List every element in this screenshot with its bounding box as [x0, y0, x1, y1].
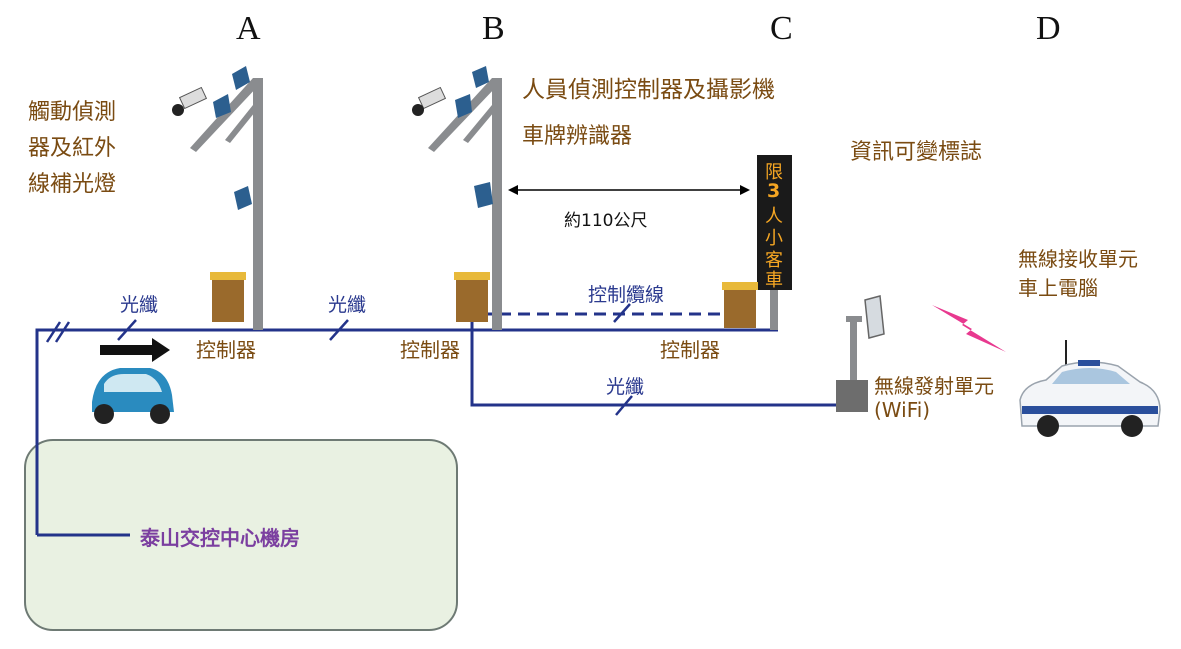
controller-label-c: 控制器 [660, 338, 720, 362]
fiber-label-2: 光纖 [328, 294, 367, 316]
arrow-icon [100, 338, 170, 362]
person-detection-label: 人員偵測控制器及攝影機 [522, 77, 775, 103]
sign-text-6: 車 [765, 270, 783, 291]
wireless-tx-label-2: (WiFi) [874, 398, 931, 422]
controller-box-a [210, 272, 246, 322]
pole-a [253, 78, 263, 330]
sign-text-4: 小 [765, 228, 783, 249]
touch-detector-label-3: 線補光燈 [28, 172, 117, 197]
sign-text-5: 客 [765, 250, 783, 271]
wireless-rx-label-2: 車上電腦 [1018, 276, 1098, 300]
fiber-label-3: 光纖 [606, 376, 645, 398]
fiber-tick-2 [329, 319, 349, 341]
fiber-branch-line [470, 322, 836, 407]
fiber-main-line [35, 328, 778, 535]
wireless-tx-label-1: 無線發射單元 [874, 374, 994, 398]
car-icon [92, 368, 174, 424]
column-label-c: C [770, 10, 793, 47]
control-cable-tick [613, 303, 631, 323]
variable-sign-board [757, 155, 792, 290]
variable-sign-label: 資訊可變標誌 [850, 140, 983, 165]
police-car-icon [1019, 340, 1161, 437]
wireless-signal-icon [932, 305, 1006, 352]
pole-c [770, 285, 778, 330]
sensor-icon [232, 66, 250, 90]
sign-text-2: 3 [767, 180, 781, 202]
camera-icon [172, 86, 208, 116]
antenna-icon [836, 295, 885, 412]
fiber-tick-1 [117, 319, 137, 341]
controller-label-a: 控制器 [196, 338, 256, 362]
touch-detector-label-2: 器及紅外 [28, 136, 117, 161]
control-center-box [24, 439, 458, 631]
distance-label: 約110公尺 [564, 211, 648, 231]
plate-recognizer-label: 車牌辨識器 [522, 124, 633, 149]
touch-detector-label-1: 觸動偵測 [28, 100, 117, 125]
camera-icon-b [412, 86, 447, 116]
wireless-rx-label-1: 無線接收單元 [1018, 247, 1138, 271]
column-label-b: B [482, 10, 505, 47]
column-label-d: D [1036, 10, 1061, 47]
control-center-label: 泰山交控中心機房 [140, 526, 300, 550]
pole-a-arm-top [190, 78, 258, 152]
pole-b [492, 78, 502, 330]
column-label-a: A [236, 10, 261, 47]
control-cable-label: 控制纜線 [588, 284, 665, 306]
controller-label-b: 控制器 [400, 338, 460, 362]
fiber-tick-3 [615, 395, 633, 416]
controller-box-b [454, 272, 490, 322]
sign-text-1: 限 [765, 162, 783, 183]
fiber-label-1: 光纖 [120, 294, 159, 316]
pole-a-arm-bottom [225, 105, 255, 143]
sign-text-3: 人 [765, 206, 783, 227]
controller-box-c [722, 282, 758, 328]
